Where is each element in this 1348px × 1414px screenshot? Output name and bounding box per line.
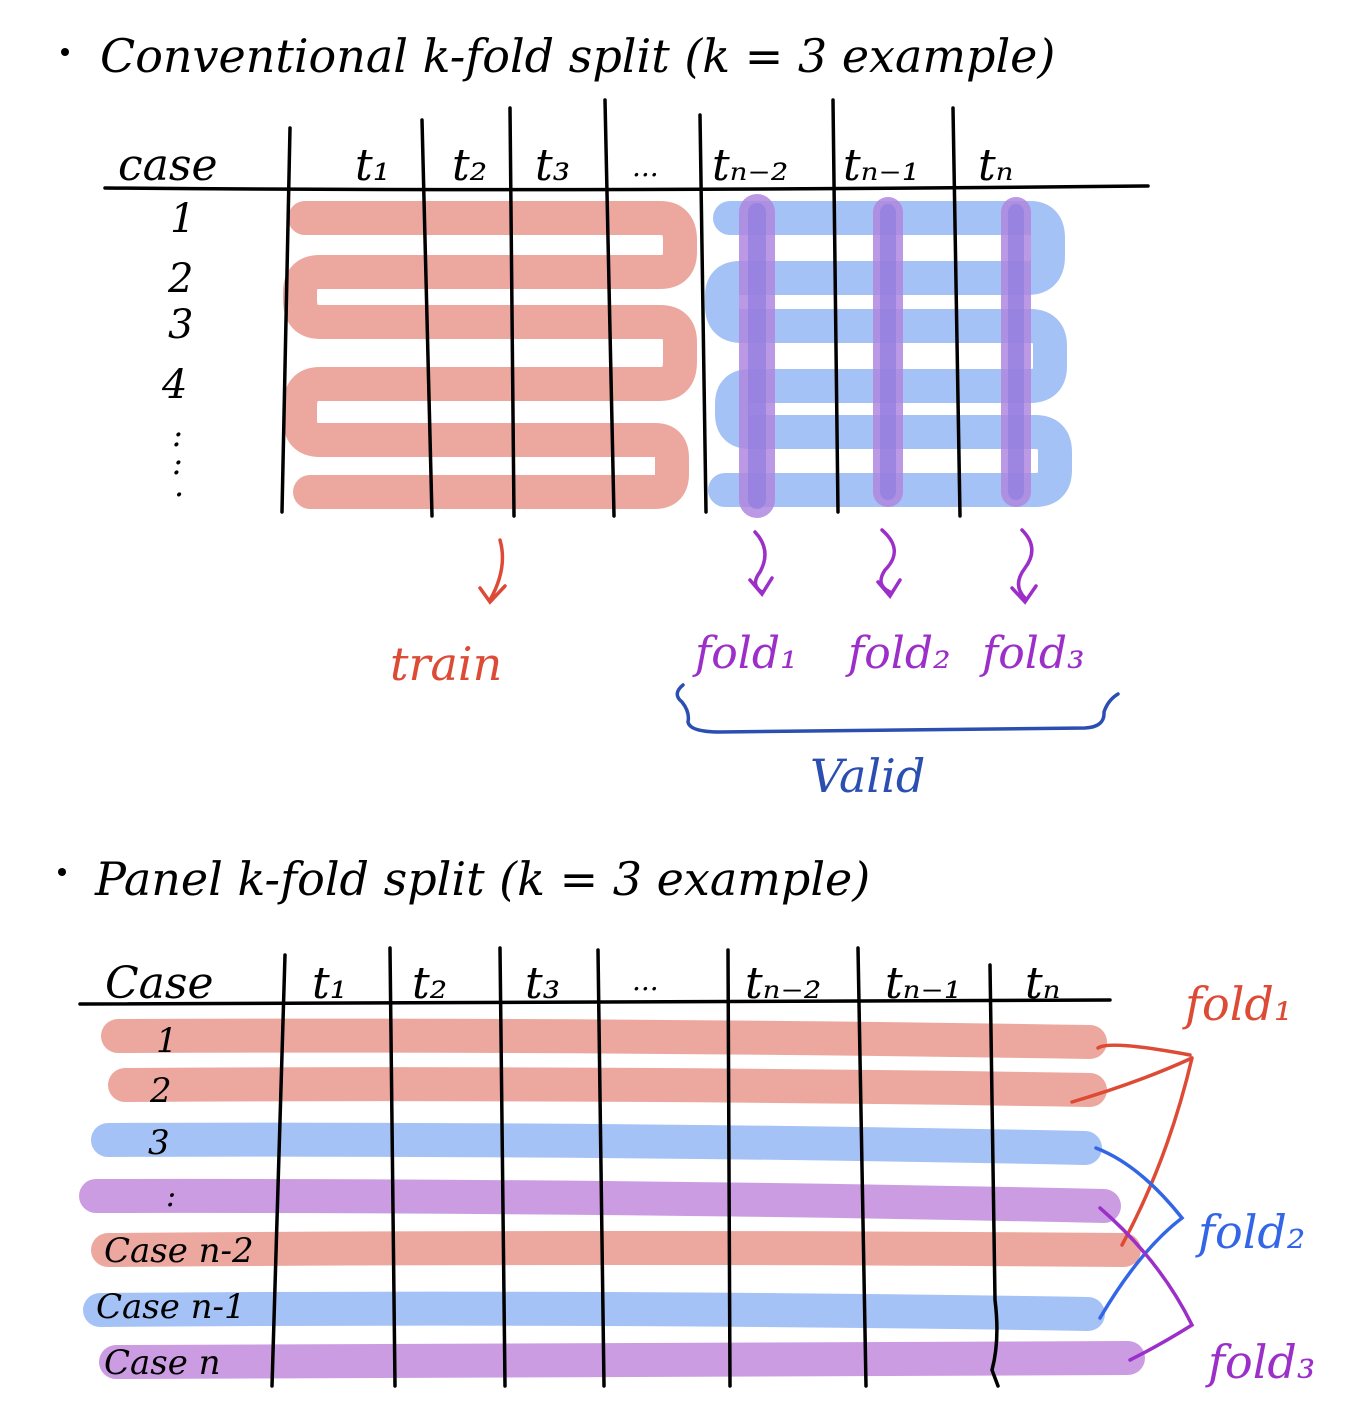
fold3-connector xyxy=(1098,1206,1195,1362)
p-row-label-3: 3 xyxy=(148,1123,170,1163)
p-col-line-3 xyxy=(498,946,507,1388)
row-label-1: 1 xyxy=(170,196,195,242)
header-rule-1 xyxy=(103,184,1150,192)
p-fold1-label: fold₁ xyxy=(1182,977,1292,1031)
p-fold2-label: fold₂ xyxy=(1195,1205,1305,1259)
fold2-connector xyxy=(1094,1146,1185,1320)
p-row-label-1: 1 xyxy=(156,1021,178,1061)
p-header-col-ellipsis: ... xyxy=(632,964,659,997)
p-row-label-n-2: Case n-2 xyxy=(104,1231,254,1271)
row-label-dots-2: : xyxy=(172,444,183,482)
p-fold3-label: fold₃ xyxy=(1205,1335,1315,1389)
p-row-label-dots: : xyxy=(166,1179,176,1214)
row-label-3: 3 xyxy=(168,302,193,348)
row-label-4: 4 xyxy=(161,362,187,408)
fold3-label: fold₃ xyxy=(979,628,1085,679)
row-label-2: 2 xyxy=(167,256,193,302)
valid-label: Valid xyxy=(810,749,925,803)
p-row-label-2: 2 xyxy=(149,1071,172,1111)
row-label-dots-3: . xyxy=(174,466,184,504)
header-col-2: t₂ xyxy=(452,140,487,191)
p-col-line-1 xyxy=(270,953,287,1388)
band-row-7 xyxy=(99,1341,1145,1379)
p-col-line-4 xyxy=(596,948,606,1388)
band-row-3 xyxy=(91,1122,1102,1165)
band-row-2 xyxy=(108,1067,1107,1107)
col-line-6 xyxy=(831,98,840,514)
p-row-label-n-1: Case n-1 xyxy=(96,1287,246,1327)
col-line-3 xyxy=(508,106,516,518)
col-line-4 xyxy=(603,98,616,518)
train-band xyxy=(283,201,697,509)
col-line-7 xyxy=(951,106,962,518)
panel-title: Panel k-fold split (k = 3 example) xyxy=(94,852,870,906)
header-col-3: t₃ xyxy=(535,140,570,191)
fold-verticals-1 xyxy=(739,194,1031,518)
header-col-n-2: tₙ₋₂ xyxy=(712,140,788,191)
panel-bands xyxy=(79,1018,1145,1379)
grid-1 xyxy=(103,98,1150,518)
fold3-arrow xyxy=(1010,528,1038,605)
p-row-label-n: Case n xyxy=(104,1343,221,1383)
train-label: train xyxy=(390,637,502,691)
bullet-1 xyxy=(61,48,69,56)
grid-2 xyxy=(78,946,1112,1388)
p-col-line-6 xyxy=(856,946,868,1388)
header-col-1: t₁ xyxy=(355,140,390,191)
fold1-connector xyxy=(1070,1043,1194,1247)
header-col-n-1: tₙ₋₁ xyxy=(843,140,919,191)
fold2-arrow xyxy=(876,528,902,599)
p-header-col-2: t₂ xyxy=(412,958,447,1009)
header-case-1: case xyxy=(118,140,218,191)
bullet-2 xyxy=(58,868,66,876)
col-line-2 xyxy=(420,118,434,518)
conventional-title: Conventional k-fold split (k = 3 example… xyxy=(100,29,1055,83)
header-col-ellipsis: ... xyxy=(632,150,659,183)
band-row-5 xyxy=(91,1231,1141,1267)
p-col-line-7 xyxy=(988,963,1000,1388)
p-col-line-5 xyxy=(726,948,732,1388)
valid-band xyxy=(705,201,1072,507)
conventional-section: Conventional k-fold split (k = 3 example… xyxy=(61,29,1150,803)
band-row-1 xyxy=(101,1018,1107,1059)
p-col-line-2 xyxy=(388,946,397,1388)
p-header-col-1: t₁ xyxy=(312,958,347,1009)
row-label-dots-1: : xyxy=(172,416,183,454)
col-line-1 xyxy=(280,126,292,514)
header-case-2: Case xyxy=(105,958,214,1009)
col-line-5 xyxy=(698,113,708,514)
fold2-label: fold₂ xyxy=(845,628,951,679)
fold1-label: fold₁ xyxy=(692,628,798,679)
header-col-n: tₙ xyxy=(978,140,1014,191)
panel-section: Panel k-fold split (k = 3 example) Case … xyxy=(58,852,1315,1389)
train-arrow xyxy=(478,538,507,605)
fold1-arrow xyxy=(748,530,774,597)
valid-brace xyxy=(675,683,1120,734)
band-row-6 xyxy=(83,1291,1105,1331)
